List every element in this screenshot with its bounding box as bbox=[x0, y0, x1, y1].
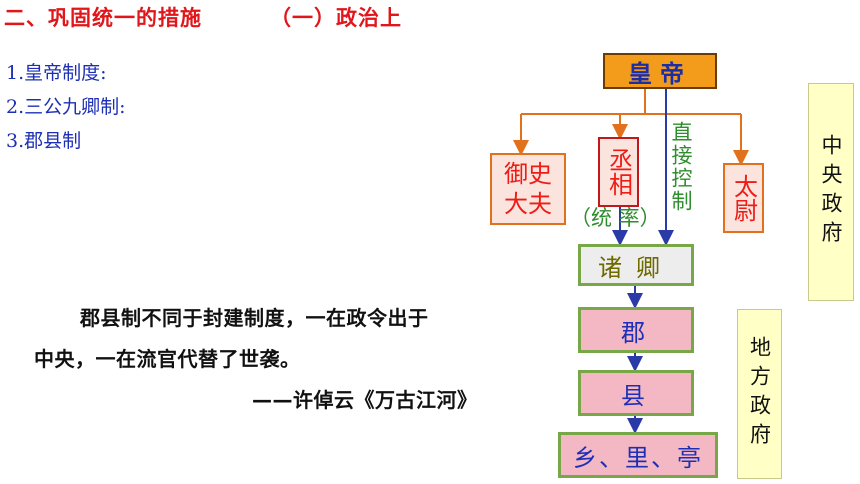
tonglv-label: （统 率） bbox=[570, 206, 661, 230]
xiang-li-ting-box: 乡、里、亭 bbox=[558, 432, 718, 478]
list-item-emperor-system: 1.皇帝制度: bbox=[6, 62, 107, 84]
direct-control-label: 直接控制 bbox=[669, 121, 693, 213]
page-title: 二、巩固统一的措施 （一）政治上 bbox=[4, 2, 402, 32]
title-sub: （一）政治上 bbox=[270, 6, 402, 30]
xian-box: 县 bbox=[578, 370, 694, 416]
list-item-three-lords: 2.三公九卿制: bbox=[6, 96, 126, 118]
list-item-commandery: 3.郡县制 bbox=[6, 130, 82, 152]
quote-line-2: 中央，一在流官代替了世袭。 bbox=[34, 347, 301, 371]
yushi-box: 御史大夫 bbox=[490, 153, 566, 225]
yushi-label: 御史大夫 bbox=[504, 160, 552, 218]
quote-line-1: 郡县制不同于封建制度，一在政令出于 bbox=[80, 306, 429, 330]
title-main: 二、巩固统一的措施 bbox=[4, 6, 202, 30]
zhuqing-box: 诸卿 bbox=[578, 244, 694, 286]
emperor-box: 皇帝 bbox=[603, 53, 717, 89]
taiwei-box: 太尉 bbox=[723, 163, 764, 233]
jun-box: 郡 bbox=[578, 307, 694, 353]
quote-source: ——许倬云《万古江河》 bbox=[252, 388, 478, 412]
central-government-label: 中央政府 bbox=[808, 83, 854, 301]
chengxiang-box: 丞相 bbox=[598, 137, 639, 207]
local-government-label: 地方政府 bbox=[737, 309, 782, 479]
